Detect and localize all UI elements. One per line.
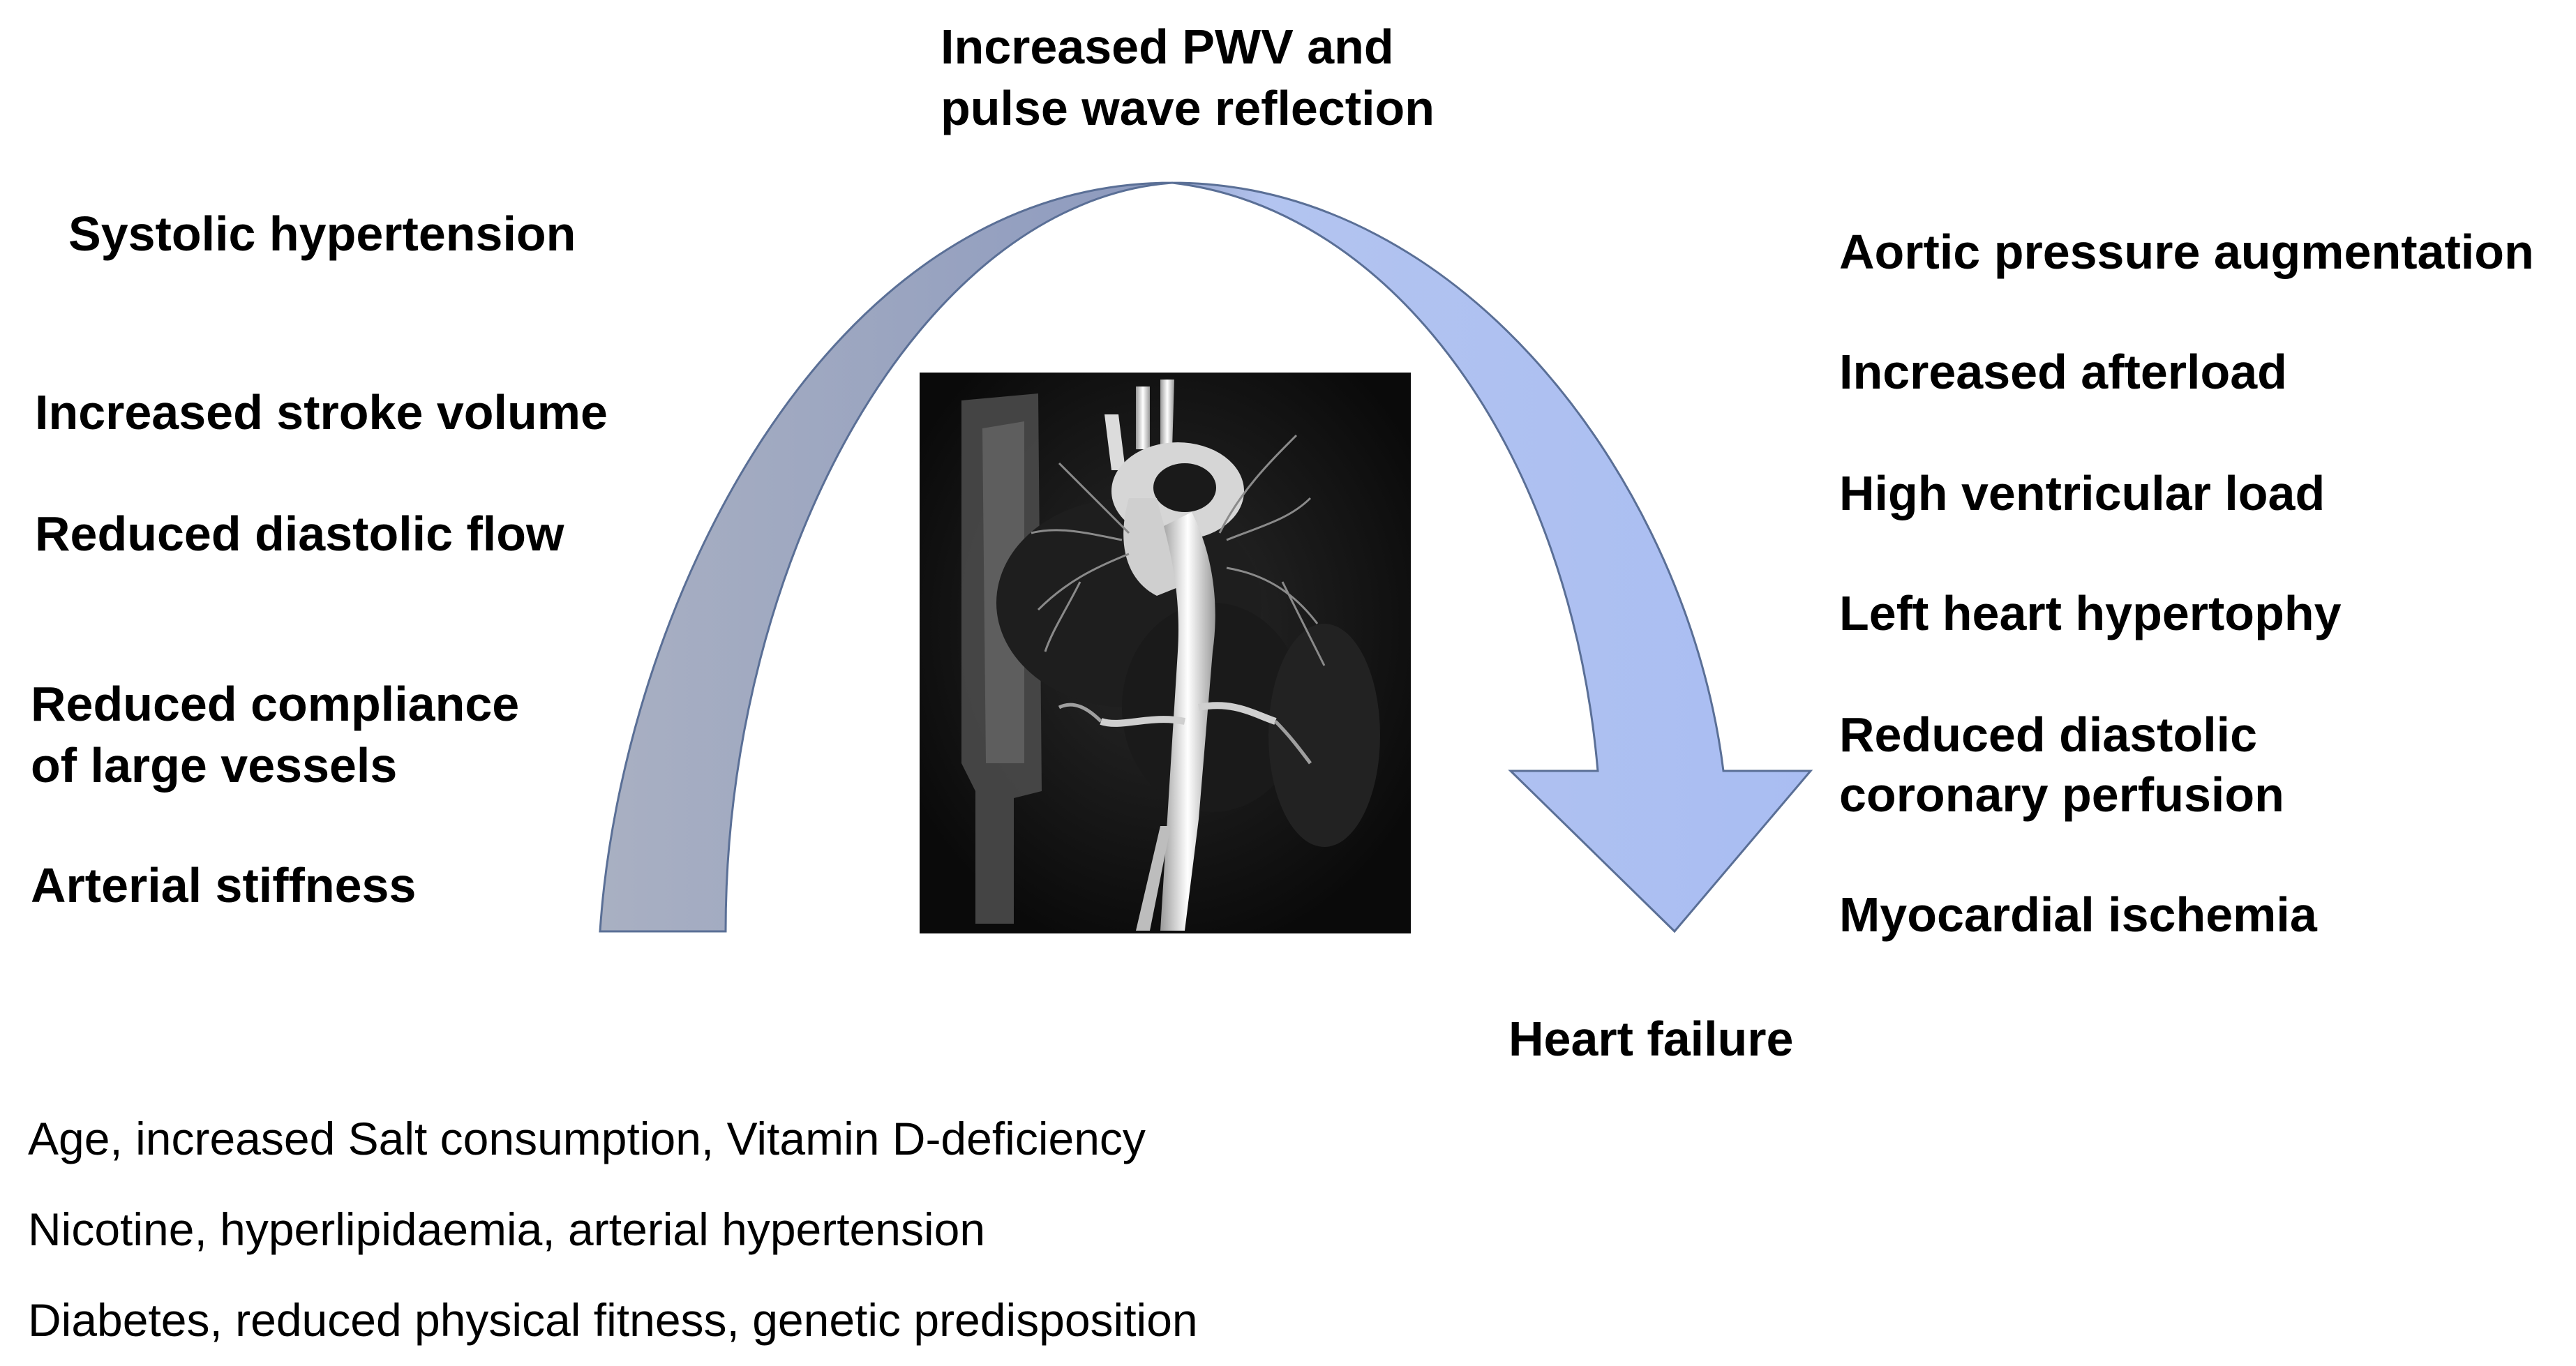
label-reduced-coronary-line1: Reduced diastolic xyxy=(1839,707,2258,762)
top-label-line2: pulse wave reflection xyxy=(941,81,1435,135)
label-reduced-compliance-line1: Reduced compliance xyxy=(31,677,520,731)
risk-factors-line-1: Age, increased Salt consumption, Vitamin… xyxy=(28,1113,1146,1164)
top-label-line1: Increased PWV and xyxy=(941,20,1394,74)
label-left-heart-hypertrophy: Left heart hypertophy xyxy=(1839,586,2342,640)
risk-factors-line-2: Nicotine, hyperlipidaemia, arterial hype… xyxy=(28,1203,986,1255)
label-reduced-compliance-line2: of large vessels xyxy=(31,738,398,793)
mr-angiography-image xyxy=(920,373,1411,933)
label-myocardial-ischemia: Myocardial ischemia xyxy=(1839,887,2317,942)
label-systolic-hypertension: Systolic hypertension xyxy=(68,207,576,261)
label-arterial-stiffness: Arterial stiffness xyxy=(31,858,417,913)
label-heart-failure: Heart failure xyxy=(1508,1012,1794,1066)
label-increased-afterload: Increased afterload xyxy=(1839,345,2287,399)
label-reduced-diastolic-flow: Reduced diastolic flow xyxy=(35,506,564,561)
risk-factors-line-3: Diabetes, reduced physical fitness, gene… xyxy=(28,1294,1198,1346)
label-increased-stroke-volume: Increased stroke volume xyxy=(35,385,608,440)
label-reduced-coronary-line2: coronary perfusion xyxy=(1839,767,2284,822)
label-aortic-pressure-augmentation: Aortic pressure augmentation xyxy=(1839,225,2534,279)
arc-arrow-shape xyxy=(599,181,1813,933)
label-high-ventricular-load: High ventricular load xyxy=(1839,466,2326,520)
